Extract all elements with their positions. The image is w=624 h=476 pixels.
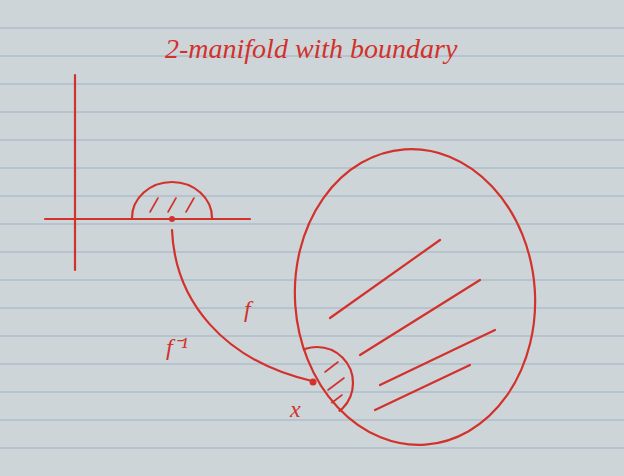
map-curve — [172, 230, 312, 381]
point — [310, 379, 317, 386]
map-label: x — [290, 396, 301, 422]
horizontal-axis — [45, 218, 250, 220]
point — [169, 216, 175, 222]
half-disk-hatching — [150, 198, 194, 212]
vertical-axis — [74, 75, 76, 270]
map-label: f⁻¹ — [166, 334, 188, 360]
map-label: f — [244, 296, 251, 322]
half-disk — [132, 182, 212, 218]
manifold-outline — [285, 141, 545, 453]
neighbourhood-hatching — [325, 362, 344, 408]
title: 2-manifold with boundary — [165, 34, 457, 65]
ruled-lines — [0, 28, 624, 448]
manifold-hatching — [330, 240, 495, 410]
